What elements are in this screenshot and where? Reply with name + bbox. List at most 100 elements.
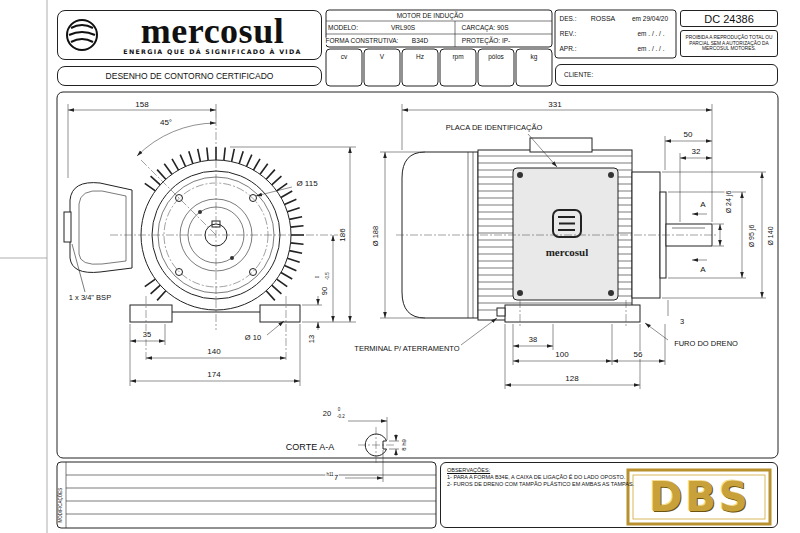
cooling-fin — [291, 226, 304, 227]
cooling-fin — [207, 147, 208, 160]
title-block-text: CARCAÇA: 90S — [461, 25, 510, 32]
cooling-fin — [145, 279, 156, 287]
title-block-text: em 29/04/20 — [631, 16, 669, 23]
title-block-text: B34D — [411, 38, 429, 45]
dimension-value: 186 — [339, 227, 347, 242]
node-heading: OBSERVAÇÕES: — [447, 467, 771, 474]
cooling-fin — [157, 291, 166, 301]
cooling-fin — [198, 149, 201, 162]
notice-box: PROIBIDA A REPRODUÇÃO TOTAL OU PARCIAL S… — [680, 30, 778, 57]
cooling-fin — [189, 151, 193, 163]
title-block-text: MOTOR DE INDUÇÃO — [396, 12, 465, 19]
callout-label: TERMINAL P/ ATERRAMENTO — [353, 345, 460, 353]
section-title: CORTE A-A — [285, 443, 335, 452]
title-block-text: em . / . / . — [636, 31, 665, 38]
tolerance-value: 0 — [316, 275, 321, 280]
node-text: ENERGIA QUE DÁ SIGNIFICADO À VIDA — [123, 48, 301, 56]
cooling-fin — [478, 303, 632, 304]
drawing-title-box: DESENHO DE CONTORNO CERTIFICADO — [57, 66, 322, 86]
dimension-value: 38 — [528, 336, 538, 344]
table-header: kg — [530, 54, 539, 61]
table-header: pólos — [487, 54, 505, 61]
dimension-value: 140 — [206, 348, 221, 356]
cooling-fin — [254, 159, 261, 170]
cooling-fin — [478, 156, 632, 157]
dimension-value: Ø 188 — [372, 225, 380, 247]
cooling-fin — [232, 149, 235, 162]
dimension-value: 158 — [134, 101, 149, 109]
cooling-fin — [272, 285, 282, 294]
section-marker: A — [699, 201, 706, 209]
dimension-value: 100 — [554, 351, 569, 359]
tolerance-value: h11 — [325, 473, 334, 478]
cooling-fin — [224, 147, 225, 160]
cooling-fin — [260, 164, 268, 175]
tolerance-value: 0 — [337, 408, 342, 413]
dimension-value: 128 — [564, 375, 579, 383]
cooling-fin — [145, 183, 156, 191]
title-block-text: VRL90S — [390, 25, 416, 32]
drawing-number-box: DC 24386 — [680, 10, 778, 27]
dimension-value: 3 — [679, 318, 685, 326]
tolerance-value: -0.5 — [326, 271, 331, 281]
callout-label: 1 x 3/4" BSP — [68, 294, 112, 302]
cooling-fin — [281, 273, 292, 280]
title-block-text: MODELO: — [327, 25, 359, 32]
revision-column-label: MODIFICAÇÕES — [59, 487, 64, 524]
tolerance-value: -0.2 — [336, 415, 346, 420]
node-heading: DESENHO DE CONTORNO CERTIFICADO — [106, 71, 274, 81]
title-block-text: APR.: — [559, 46, 578, 53]
dimension-value: 50 — [683, 131, 694, 139]
cooling-fin — [478, 163, 632, 164]
logo-box: mercosulENERGIA QUE DÁ SIGNIFICADO À VID… — [57, 10, 322, 60]
cooling-fin — [289, 217, 302, 220]
cooling-fin — [247, 155, 252, 167]
dimension-value: 56 — [633, 351, 644, 359]
cooling-fin — [285, 199, 297, 204]
cooling-fin — [289, 251, 302, 254]
dimension-value: Ø 10 — [244, 334, 262, 342]
node-heading: DC 24386 — [704, 13, 754, 25]
cooling-fin — [239, 151, 243, 163]
nameplate-logo: mercosul — [545, 247, 590, 258]
cooling-fin — [157, 170, 166, 180]
cooling-fin — [272, 176, 282, 185]
dimension-value: Ø 24 j6 — [725, 190, 732, 215]
dimension-value: 13 — [308, 334, 316, 344]
table-header: cv — [340, 54, 349, 61]
dimension-value: 8 h9 — [401, 438, 407, 452]
watermark: DBS — [648, 477, 752, 517]
title-block-text: ROSSA — [590, 14, 617, 21]
title-block-text: PROTEÇÃO: IP- — [461, 38, 511, 45]
dimension-value: 174 — [206, 371, 221, 379]
dimension-value: Ø 115 — [295, 180, 318, 188]
title-block-text: DES.: — [559, 16, 578, 23]
dimension-value: 45° — [159, 119, 173, 127]
cooling-fin — [285, 266, 297, 271]
dimension-value: Ø 95 j6 — [748, 224, 755, 249]
cooling-fin — [266, 291, 275, 301]
cooling-fin — [266, 170, 275, 180]
title-block-text: FORMA CONSTRUTIVA: — [325, 38, 400, 45]
title-block-text: REV.: — [559, 31, 577, 38]
dimension-value: 35 — [142, 331, 152, 339]
dimension-value: 331 — [547, 101, 562, 109]
dimension-value: 90 — [321, 286, 329, 296]
title-block-text: em . / . / . — [636, 46, 665, 53]
cooling-fin — [180, 155, 185, 167]
table-header: V — [379, 54, 385, 61]
cooling-fin — [151, 176, 161, 185]
callout-label: FURO DO DRENO — [673, 340, 739, 348]
section-marker: A — [699, 266, 706, 274]
cooling-fin — [151, 285, 161, 294]
callout-label: PLACA DE IDENTIFICAÇÃO — [445, 124, 544, 132]
cooling-fin — [287, 258, 299, 262]
cooling-fin — [291, 243, 304, 244]
client-box: CLIENTE: — [555, 64, 778, 86]
cooling-fin — [172, 159, 179, 170]
cooling-fin — [277, 279, 288, 287]
node-heading: PROIBIDA A REPRODUÇÃO TOTAL OU PARCIAL S… — [684, 35, 774, 52]
node-heading: CLIENTE: — [564, 71, 593, 79]
table-header: rpm — [451, 54, 464, 61]
cooling-fin — [164, 164, 172, 175]
